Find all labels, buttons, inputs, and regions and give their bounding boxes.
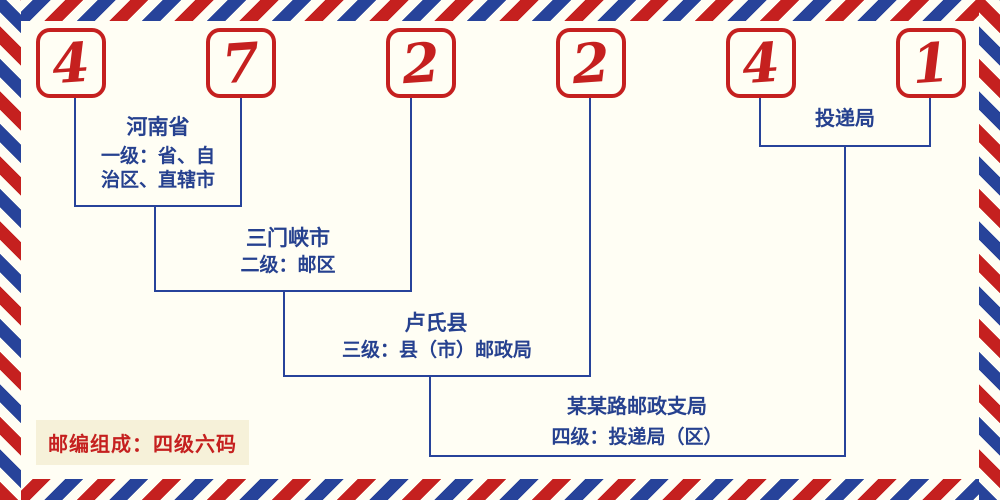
delivery-office-label: 投递局: [815, 106, 875, 130]
digit-4: 2: [570, 29, 612, 97]
envelope-stripe-left: [0, 0, 21, 500]
connector-level1-bottom: [74, 205, 242, 207]
level3-name: 卢氏县: [404, 311, 468, 335]
level4-name: 某某路邮政支局: [567, 394, 707, 418]
digit-box-1: 4: [36, 28, 106, 98]
connector-level4-right: [844, 145, 846, 457]
digit-box-2: 7: [206, 28, 276, 98]
digit-6: 1: [910, 29, 952, 97]
envelope-stripe-top: [0, 0, 1000, 21]
connector-level3-left: [283, 290, 285, 377]
composition-note: 邮编组成：四级六码: [36, 420, 249, 465]
connector-delivery-left: [759, 98, 761, 147]
digit-3: 2: [400, 29, 442, 97]
connector-level2-right: [410, 98, 412, 292]
digit-5: 4: [740, 29, 782, 97]
connector-level4-bottom: [429, 455, 846, 457]
connector-level2-left: [154, 205, 156, 292]
connector-level1-right: [240, 98, 242, 207]
level1-desc-line2: 治区、直辖市: [100, 169, 215, 191]
level2-name: 三门峡市: [246, 226, 330, 250]
envelope-stripe-bottom: [0, 479, 1000, 500]
level3-desc: 三级：县（市）邮政局: [341, 339, 532, 361]
connector-level3-right: [589, 98, 591, 377]
level2-desc: 二级：邮区: [240, 254, 336, 276]
digit-2: 7: [220, 29, 262, 97]
level1-desc-line1: 一级：省、自: [100, 145, 215, 167]
connector-level3-bottom: [283, 375, 591, 377]
digit-box-4: 2: [556, 28, 626, 98]
digit-1: 4: [50, 29, 92, 97]
connector-level4-left: [429, 375, 431, 457]
level4-desc: 四级：投递局（区）: [551, 426, 723, 448]
digit-box-5: 4: [726, 28, 796, 98]
connector-level1-left: [74, 98, 76, 207]
envelope-stripe-right: [979, 0, 1000, 500]
level1-name: 河南省: [126, 115, 190, 139]
digit-box-3: 2: [386, 28, 456, 98]
digit-box-6: 1: [896, 28, 966, 98]
connector-delivery-right: [929, 98, 931, 147]
